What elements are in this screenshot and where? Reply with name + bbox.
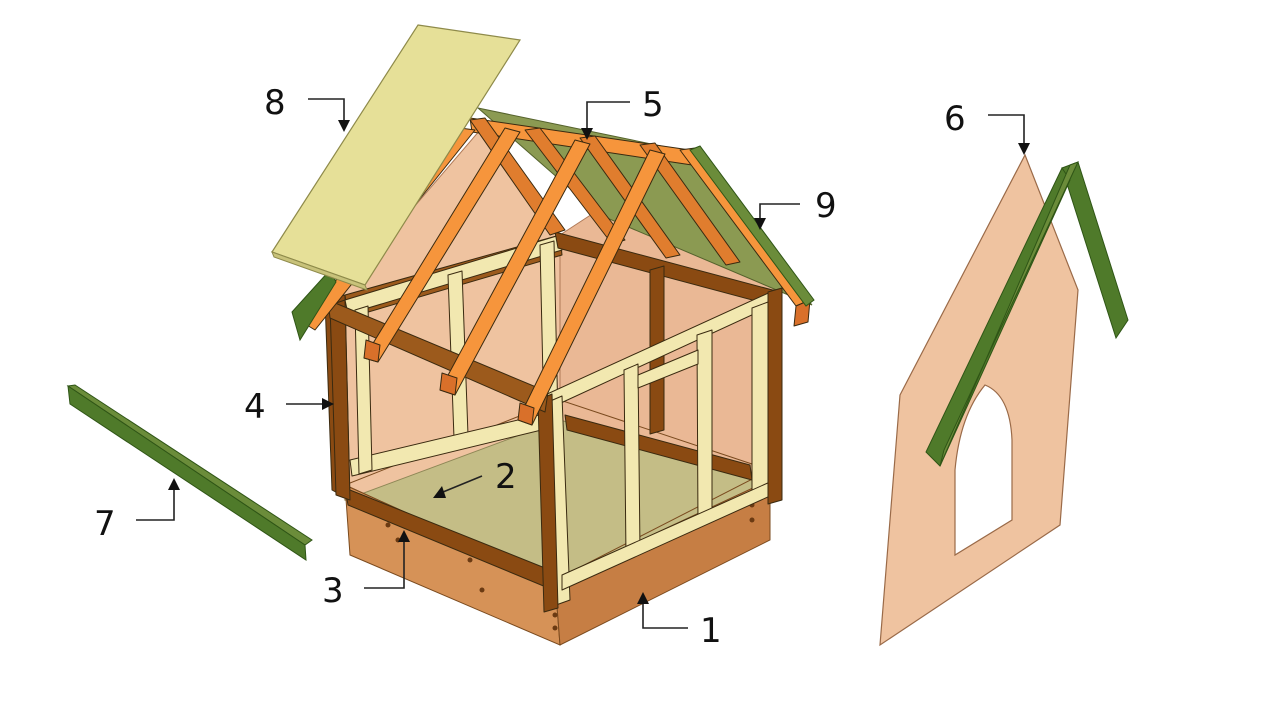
label-5: 5	[642, 85, 664, 125]
gable-panel-6	[879, 153, 1129, 647]
label-1: 1	[700, 611, 722, 651]
label-6: 6	[944, 99, 966, 139]
callout-8: 8	[264, 83, 350, 132]
ridge-trim	[689, 145, 815, 307]
callout-6: 6	[944, 99, 1030, 155]
label-4: 4	[244, 387, 266, 427]
callout-2: 2	[433, 457, 517, 498]
label-9: 9	[815, 186, 837, 226]
rafter-far-4	[639, 142, 741, 266]
callout-1: 1	[637, 592, 722, 651]
rafter-far-2	[524, 127, 626, 245]
label-3: 3	[322, 571, 344, 611]
corner-posts	[329, 287, 783, 613]
callout-4: 4	[244, 387, 334, 427]
callout-5: 5	[581, 85, 664, 140]
doghouse-assembly	[271, 24, 815, 646]
callouts: 1 2 3 4 5 6	[94, 83, 1030, 651]
callout-3: 3	[322, 530, 410, 611]
trim-board-7	[66, 384, 313, 561]
door-opening	[954, 384, 1013, 557]
callout-7: 7	[94, 478, 180, 544]
label-2: 2	[495, 457, 517, 497]
left-trim	[291, 269, 337, 342]
front-wall-frame	[544, 289, 781, 606]
label-8: 8	[264, 83, 286, 123]
label-7: 7	[94, 504, 116, 544]
roof-panel-edge	[271, 251, 368, 291]
callout-9: 9	[754, 186, 837, 230]
